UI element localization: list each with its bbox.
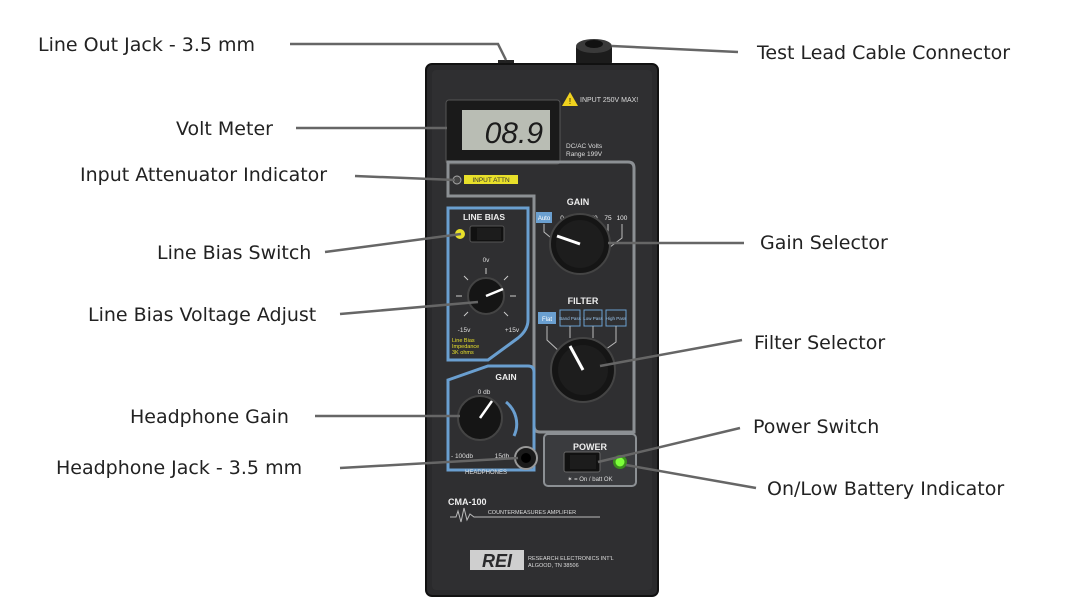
label-test-lead-connector: Test Lead Cable Connector <box>757 42 1011 64</box>
bias-note-3: 3K ohms <box>452 350 474 356</box>
warning-triangle-icon: ! <box>562 92 578 106</box>
hp-min-label: - 100db <box>451 453 473 460</box>
label-line-bias-switch: Line Bias Switch <box>157 242 312 264</box>
hp-gain-title: GAIN <box>495 372 516 382</box>
power-note: ✶ = On / batt OK <box>567 476 612 483</box>
volt-meter: 08.9 <box>445 99 561 165</box>
bias-max-label: +15v <box>505 327 520 334</box>
gain-selector-knob[interactable] <box>549 213 611 275</box>
leader-line-out-jack <box>290 42 508 61</box>
headphone-gain-knob[interactable] <box>457 395 503 441</box>
line-bias-title: LINE BIAS <box>463 212 505 222</box>
meter-caption-1: DC/AC Volts <box>566 143 603 150</box>
hp-max-label: 15db <box>495 453 510 460</box>
filter-option-low-pass: Low Pass <box>583 316 603 321</box>
label-gain-selector: Gain Selector <box>760 232 888 254</box>
filter-selector-knob[interactable] <box>550 337 616 403</box>
label-headphone-gain: Headphone Gain <box>130 406 289 428</box>
brand-text: REI <box>482 551 513 571</box>
power-switch[interactable] <box>563 451 601 473</box>
meter-caption-2: Range 199V <box>566 151 603 158</box>
line-bias-panel <box>446 206 530 362</box>
headphones-label: HEADPHONES <box>465 470 507 476</box>
filter-title: FILTER <box>568 296 599 306</box>
hp-gain-arc <box>505 400 519 437</box>
leader-power-switch <box>597 426 741 464</box>
leader-headphone-jack <box>339 456 519 470</box>
waveform-icon <box>450 507 600 523</box>
gain-option-0: 0 <box>560 215 564 222</box>
leader-input-attn <box>354 174 456 182</box>
model-sub-label: COUNTERMEASURES AMPLIFIER <box>488 510 576 516</box>
rei-logo: REI <box>470 550 524 571</box>
company-line-1: RESEARCH ELECTRONICS INT'L <box>528 556 614 562</box>
warning-text: INPUT 250V MAX! <box>580 97 638 104</box>
filter-options: Flat Band Pass Low Pass High Pass <box>538 309 627 353</box>
leader-bias-voltage <box>339 300 479 316</box>
test-lead-connector <box>576 39 612 66</box>
model-label: CMA-100 <box>448 497 487 507</box>
power-title: POWER <box>573 442 608 452</box>
bias-min-label: -15v <box>458 327 471 334</box>
headphone-jack[interactable] <box>514 446 538 470</box>
gain-option-100: 100 <box>617 215 628 222</box>
label-input-attenuator: Input Attenuator Indicator <box>80 164 328 186</box>
meter-reading: 08.9 <box>485 117 544 150</box>
label-line-out-jack: Line Out Jack - 3.5 mm <box>38 34 256 56</box>
line-bias-switch[interactable] <box>455 225 505 243</box>
filter-option-flat: Flat <box>542 317 552 323</box>
bias-note-2: Impedance <box>452 344 479 350</box>
svg-text:!: ! <box>569 97 571 106</box>
filter-option-high-pass: High Pass <box>606 316 627 321</box>
leader-test-lead <box>611 44 739 54</box>
company-line-2: ALGOOD, TN 38506 <box>528 563 579 569</box>
leader-battery-led <box>625 463 757 490</box>
hp-zero-label: 0 db <box>478 389 491 396</box>
bias-zero-label: 0v <box>483 257 491 264</box>
headphone-panel <box>446 364 536 472</box>
filter-option-band-pass: Band Pass <box>559 316 582 321</box>
label-battery-indicator: On/Low Battery Indicator <box>767 478 1005 500</box>
line-bias-voltage-knob[interactable] <box>467 277 505 315</box>
label-headphone-jack: Headphone Jack - 3.5 mm <box>56 457 303 479</box>
label-bias-voltage-adjust: Line Bias Voltage Adjust <box>88 304 317 326</box>
leader-line-bias-switch <box>324 232 462 254</box>
label-volt-meter: Volt Meter <box>176 118 273 140</box>
label-filter-selector: Filter Selector <box>754 332 886 354</box>
gain-option-auto: Auto <box>538 216 551 222</box>
label-power-switch: Power Switch <box>753 416 880 438</box>
leader-filter-selector <box>599 338 743 368</box>
gain-option-75: 75 <box>604 215 612 222</box>
bias-note-1: Line Bias <box>452 338 475 344</box>
line-bias-ticks <box>456 268 516 317</box>
gain-title: GAIN <box>567 197 590 207</box>
input-attn-label: INPUT ATTN <box>472 177 510 184</box>
